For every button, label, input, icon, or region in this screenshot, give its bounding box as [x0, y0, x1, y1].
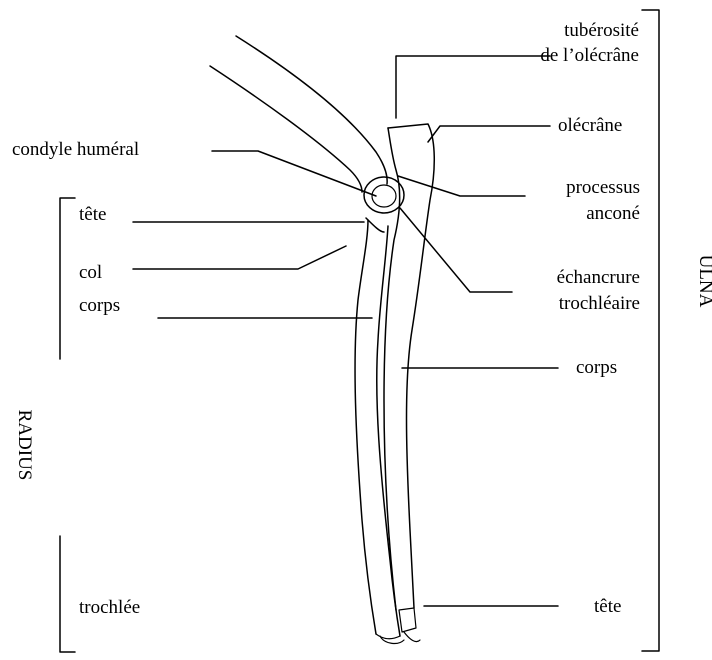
radius-bracket — [60, 198, 75, 652]
label-radius-corps: corps — [79, 295, 120, 317]
pointer-echancrure — [400, 208, 512, 292]
label-tuberosite-olecrane: tubérosité de l’olécrâne — [540, 20, 639, 67]
label-tuberosite-line1: tubérosité — [540, 20, 639, 42]
pointer-lines — [133, 56, 558, 655]
label-condyle-humeral: condyle huméral — [12, 139, 139, 161]
label-radius-tete: tête — [79, 204, 106, 226]
label-processus-line2: anconé — [566, 203, 640, 225]
label-col: col — [79, 262, 102, 284]
pointer-processus — [398, 176, 525, 196]
label-echancrure-line1: échancrure — [557, 267, 640, 289]
pointer-tuberosite — [396, 56, 550, 118]
label-ulna-tete: tête — [594, 596, 621, 618]
ulna-bone — [384, 124, 434, 642]
pointer-col — [133, 246, 346, 269]
label-processus-ancone: processus anconé — [566, 177, 640, 225]
pointer-condyle — [212, 151, 376, 196]
label-echancrure-trochleaire: échancrure trochléaire — [557, 267, 640, 315]
label-olecrane: olécrâne — [558, 115, 622, 137]
radius-group-label: RADIUS — [13, 397, 35, 493]
label-trochlee: trochlée — [79, 597, 140, 619]
label-processus-line1: processus — [566, 177, 640, 199]
ulna-group-label: ULNA — [694, 244, 712, 318]
radius-bone — [355, 218, 404, 643]
ulna-bracket — [642, 10, 659, 651]
label-ulna-corps: corps — [576, 357, 617, 379]
humerus — [210, 36, 387, 192]
label-tuberosite-line2: de l’olécrâne — [540, 45, 639, 67]
pointer-olecrane — [428, 126, 550, 142]
label-echancrure-line2: trochléaire — [557, 293, 640, 315]
